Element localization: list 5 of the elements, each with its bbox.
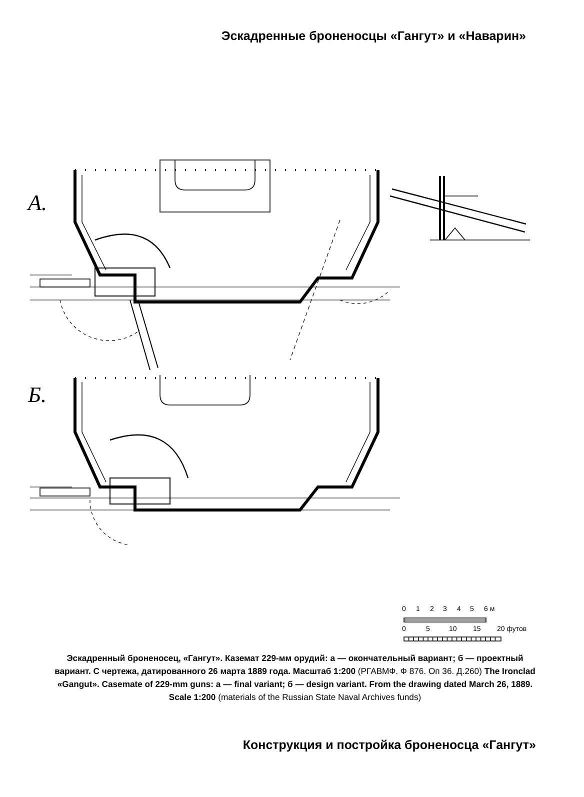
page-title: Эскадренные броненосцы «Гангут» и «Наварин» xyxy=(221,29,526,43)
figure-caption: Эскадренный броненосец, «Гангут». Каземат 229-мм орудий: а — окончательный вариант; б — проектный вариант. С чертежа, датированного 26 марта 1889 года. Масштаб 1:200 (РГАВМФ. Ф 876. Оп 36. Д.260) The Ironclad «Gangut». Casemate of 229-mm guns: a — final variant; б — design variant. From the drawing dated March 26, 1889. Scale 1:200 (materials of the Russian State Naval Archives funds) xyxy=(54,652,536,704)
panel-letter: Б. xyxy=(28,382,46,408)
running-footer: Конструкция и постройка броненосца «Гангут» xyxy=(242,738,536,752)
panel-letter: А. xyxy=(28,190,47,216)
